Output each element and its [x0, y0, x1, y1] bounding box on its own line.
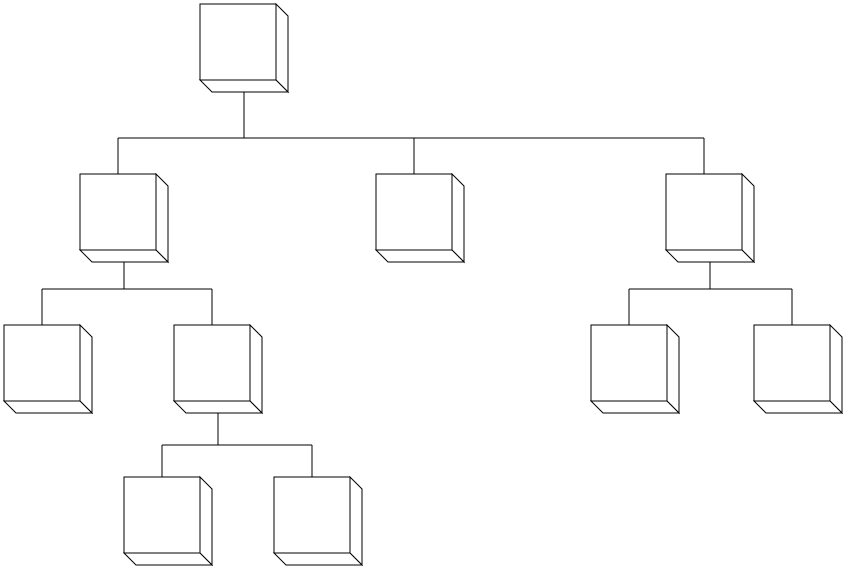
node-bottom-face	[589, 400, 681, 414]
node-front-face	[590, 324, 668, 402]
node-side-face	[249, 323, 263, 415]
node-side-face	[155, 172, 169, 264]
node-side-face	[79, 323, 93, 415]
tree-node-n2	[374, 172, 466, 264]
tree-node-n3	[664, 172, 756, 264]
node-side-face	[666, 323, 680, 415]
node-front-face	[3, 324, 81, 402]
node-side-face	[275, 2, 289, 94]
node-bottom-face	[198, 79, 290, 93]
node-side-face	[741, 172, 755, 264]
node-bottom-face	[664, 249, 756, 263]
node-bottom-face	[122, 552, 214, 566]
node-side-face	[349, 475, 363, 567]
node-front-face	[273, 476, 351, 554]
tree-node-root	[198, 2, 290, 94]
tree-node-n3a	[589, 323, 681, 415]
node-bottom-face	[172, 400, 264, 414]
node-bottom-face	[78, 249, 170, 263]
node-front-face	[173, 324, 251, 402]
node-bottom-face	[374, 249, 466, 263]
tree-node-n1b2	[272, 475, 364, 567]
tree-node-n1a	[2, 323, 94, 415]
node-front-face	[199, 3, 277, 81]
tree-node-n1b1	[122, 475, 214, 567]
node-front-face	[753, 324, 831, 402]
node-side-face	[451, 172, 465, 264]
node-front-face	[665, 173, 743, 251]
node-front-face	[123, 476, 201, 554]
node-side-face	[199, 475, 213, 567]
connectors	[41, 92, 793, 477]
tree-node-n3b	[752, 323, 844, 415]
node-side-face	[829, 323, 843, 415]
node-bottom-face	[2, 400, 94, 414]
node-front-face	[79, 173, 157, 251]
tree-node-n1	[78, 172, 170, 264]
node-bottom-face	[752, 400, 844, 414]
node-front-face	[375, 173, 453, 251]
node-bottom-face	[272, 552, 364, 566]
tree-node-n1b	[172, 323, 264, 415]
